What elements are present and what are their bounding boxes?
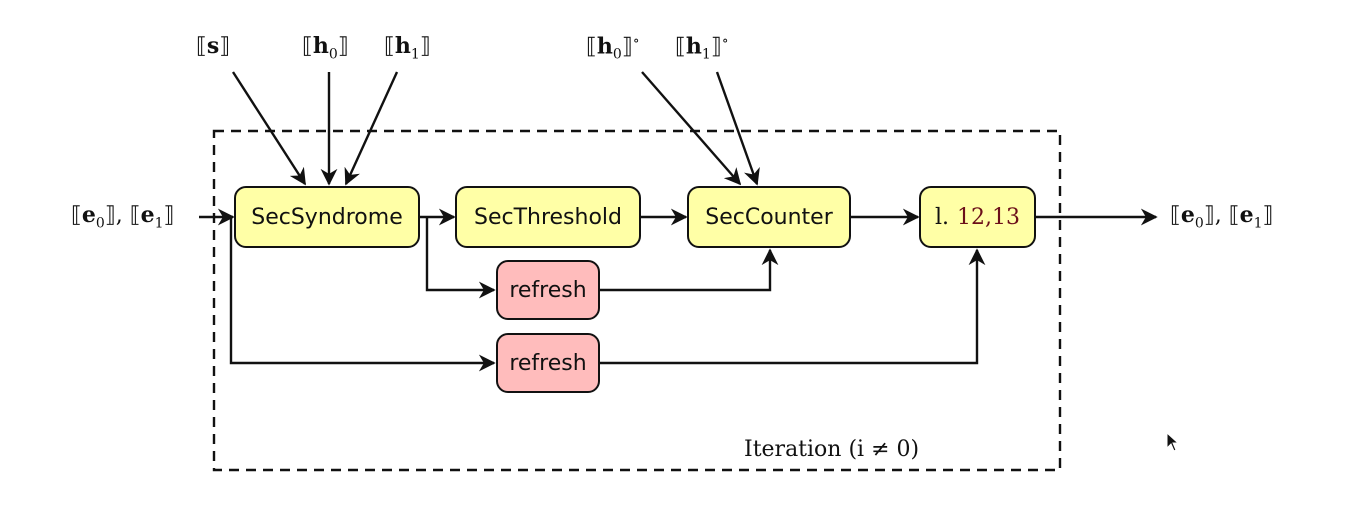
arrow-h0c-to-counter bbox=[641, 71, 742, 186]
input-h1-label: ⟦h1⟧ bbox=[384, 33, 431, 63]
arrow-s-to-syndrome bbox=[231, 71, 307, 186]
input-e-label: ⟦e0⟧, ⟦e1⟧ bbox=[71, 202, 175, 232]
sec-threshold-block: SecThreshold bbox=[455, 186, 641, 248]
lines-prefix-text: l. bbox=[934, 204, 950, 230]
iteration-label: Iteration (i ≠ 0) bbox=[744, 437, 920, 462]
arrow-refresh-2-to-lines bbox=[600, 248, 986, 365]
refresh-2-text: refresh bbox=[509, 350, 587, 376]
input-s-label: ⟦s⟧ bbox=[196, 33, 231, 59]
arrow-h1-to-syndrome bbox=[344, 71, 399, 186]
sec-counter-text: SecCounter bbox=[705, 204, 833, 230]
arrow-h1c-to-counter bbox=[715, 71, 760, 186]
sec-counter-block: SecCounter bbox=[687, 186, 851, 248]
refresh-block-2: refresh bbox=[496, 333, 600, 393]
sec-syndrome-block: SecSyndrome bbox=[234, 186, 420, 248]
output-e-label: ⟦e0⟧, ⟦e1⟧ bbox=[1170, 202, 1274, 232]
input-h0-label: ⟦h0⟧ bbox=[302, 33, 349, 63]
iteration-frame bbox=[212, 129, 1062, 472]
input-h1-circ-label: ⟦h1⟧∘ bbox=[675, 33, 729, 63]
mouse-cursor-icon bbox=[1166, 432, 1180, 452]
sec-syndrome-text: SecSyndrome bbox=[251, 204, 403, 230]
lines-ref-text: 12,13 bbox=[957, 204, 1020, 230]
refresh-1-text: refresh bbox=[509, 277, 587, 303]
arrow-refresh-1-to-counter bbox=[600, 248, 779, 292]
arrow-syndrome-to-refresh-1 bbox=[425, 217, 496, 299]
lines-ref-block: l. 12,13 bbox=[919, 186, 1036, 248]
sec-threshold-text: SecThreshold bbox=[473, 204, 623, 230]
refresh-block-1: refresh bbox=[496, 260, 600, 320]
arrow-input-to-refresh-2 bbox=[229, 217, 496, 372]
input-h0-circ-label: ⟦h0⟧∘ bbox=[586, 33, 640, 63]
